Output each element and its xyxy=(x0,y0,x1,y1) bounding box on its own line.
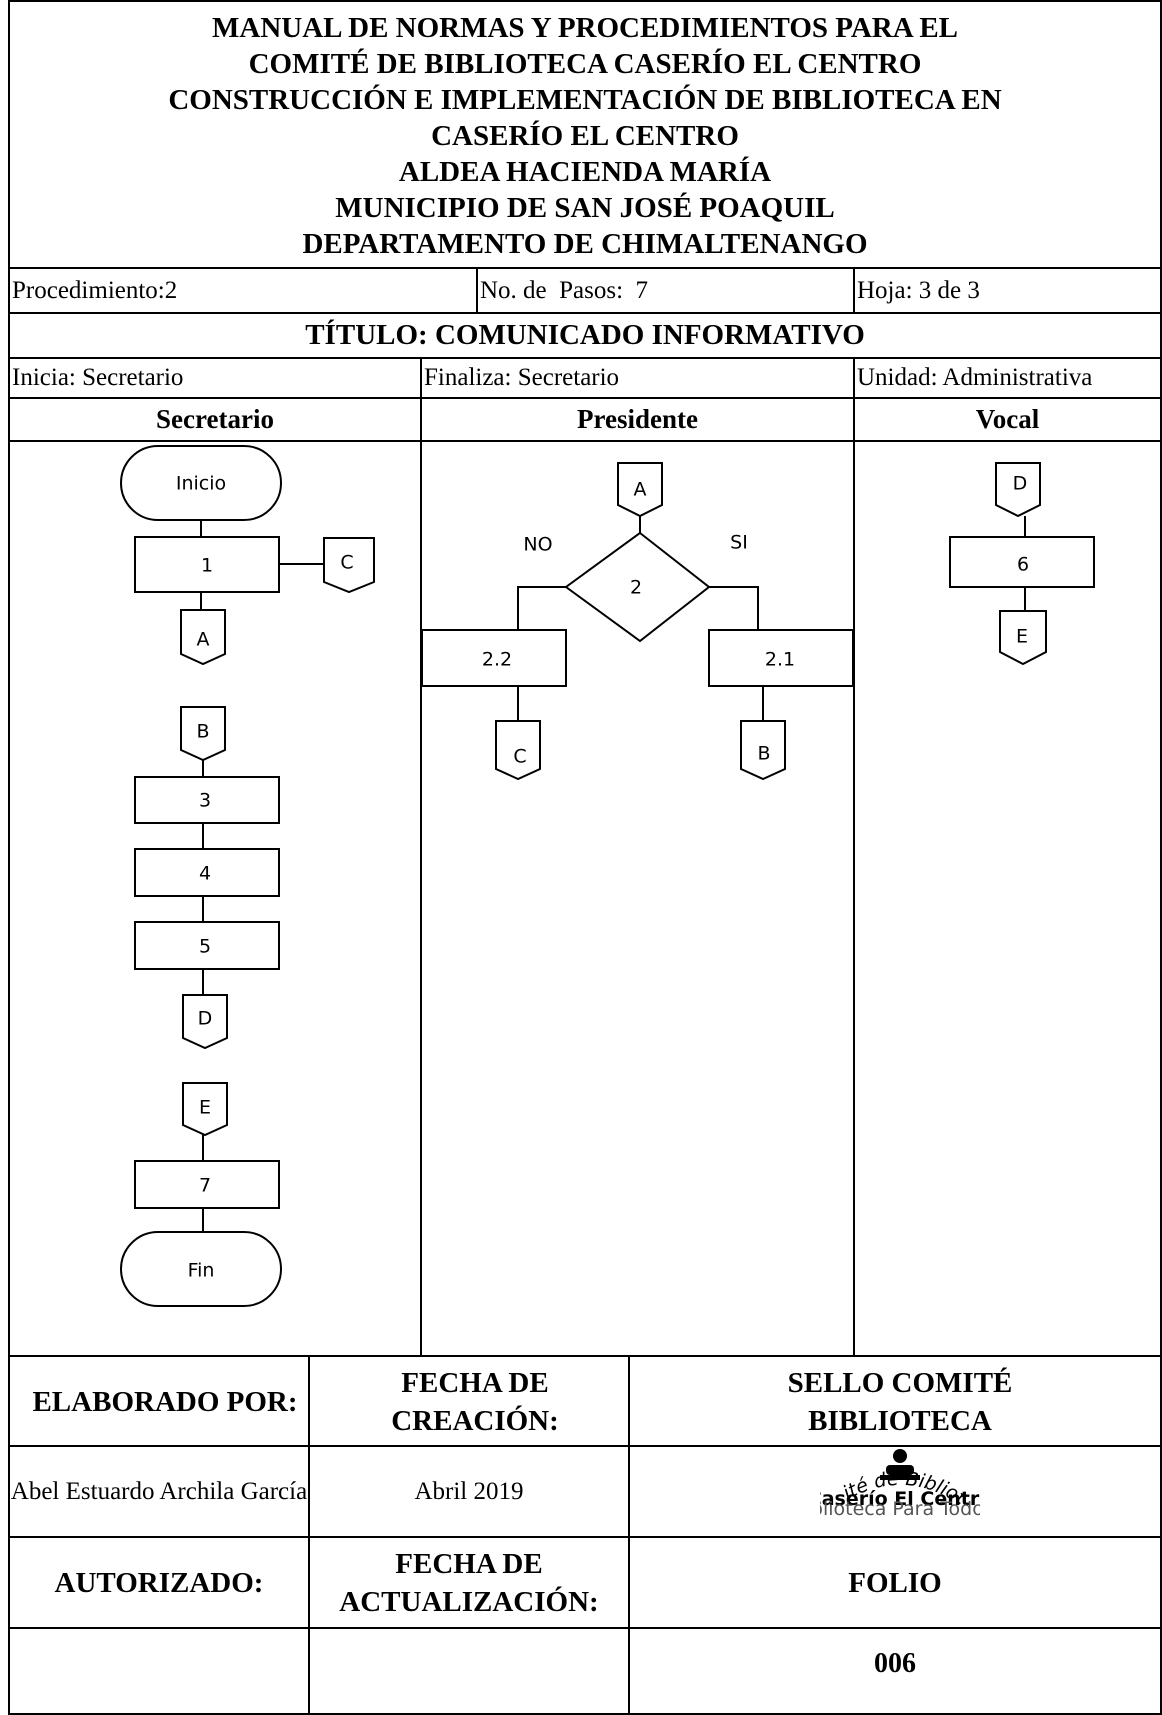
rule xyxy=(476,267,478,312)
stamp-label: SELLO COMITÉ BIBLIOTECA xyxy=(787,1367,1013,1437)
rule xyxy=(8,357,1162,359)
title-line: COMITÉ DE BIBLIOTECA CASERÍO EL CENTRO xyxy=(248,48,922,80)
step-2-2-box xyxy=(421,629,567,687)
title-line: CASERÍO EL CENTRO xyxy=(431,120,739,152)
document-title: MANUAL DE NORMAS Y PROCEDIMIENTOS PARA E… xyxy=(10,6,1160,266)
step-3-label: 3 xyxy=(199,790,211,812)
decision-2-diamond xyxy=(564,531,711,643)
step-2-1-box xyxy=(708,629,854,687)
border-left xyxy=(8,0,10,1715)
logo-name: Caserío El Centro xyxy=(820,1488,980,1510)
end-label: Fin xyxy=(188,1260,215,1282)
folio-value: 006 xyxy=(874,1648,916,1679)
connector-e-offpage xyxy=(999,610,1047,666)
step-3-box xyxy=(134,776,280,824)
ends-with: Finaliza: Secretario xyxy=(424,364,620,391)
connector-c-label: C xyxy=(513,746,526,768)
rule xyxy=(628,1355,630,1715)
connector-b-label: B xyxy=(196,721,209,743)
rule xyxy=(308,1355,310,1715)
creation-date-value: Abril 2019 xyxy=(414,1477,524,1505)
procedure-title: TÍTULO: COMUNICADO INFORMATIVO xyxy=(305,319,865,351)
rule xyxy=(8,1627,1162,1629)
step-1-label: 1 xyxy=(201,555,213,577)
connector-c-label: C xyxy=(340,552,353,574)
border-right xyxy=(1160,0,1162,1715)
lane-header-secretario: Secretario xyxy=(156,404,274,434)
connector-a-offpage xyxy=(617,462,663,518)
connector-d-offpage xyxy=(995,462,1041,518)
rule xyxy=(8,1536,1162,1538)
connector-e-offpage xyxy=(182,1082,228,1137)
authorized-value xyxy=(10,1629,308,1713)
prepared-by-label: ELABORADO POR: xyxy=(32,1386,298,1418)
border-bottom xyxy=(8,1713,1162,1715)
connector-a-label: A xyxy=(634,479,647,501)
end-terminator xyxy=(120,1231,282,1307)
step-2-2-label: 2.2 xyxy=(482,649,512,671)
title-line: MANUAL DE NORMAS Y PROCEDIMIENTOS PARA E… xyxy=(212,12,958,44)
step-7-box xyxy=(134,1160,280,1209)
branch-si-label: SI xyxy=(730,532,748,554)
creation-date-label: FECHA DE CREACIÓN: xyxy=(391,1367,559,1437)
connector-b-offpage xyxy=(740,720,786,781)
border-top xyxy=(8,0,1162,2)
rule xyxy=(853,357,855,1355)
logo-book xyxy=(880,1475,920,1480)
starts-with: Inicia: Secretario xyxy=(12,364,184,391)
title-line: DEPARTAMENTO DE CHIMALTENANGO xyxy=(302,228,868,260)
connector-d-offpage xyxy=(182,994,228,1050)
connector-d-label: D xyxy=(1013,473,1028,495)
rule xyxy=(420,357,422,1355)
connector-a-offpage xyxy=(180,609,226,666)
connector-c-offpage xyxy=(495,720,541,781)
step-6-label: 6 xyxy=(1017,554,1029,576)
connector-a-label: A xyxy=(197,629,210,651)
connector-b-offpage xyxy=(180,706,226,762)
rule xyxy=(8,440,1162,442)
step-5-label: 5 xyxy=(199,936,211,958)
folio-label: FOLIO xyxy=(848,1566,942,1599)
rule xyxy=(8,397,1162,399)
logo-body xyxy=(886,1465,914,1475)
step-4-label: 4 xyxy=(199,863,211,885)
connector-b-label: B xyxy=(757,743,770,765)
update-date-value xyxy=(310,1629,628,1713)
steps-count: No. de Pasos: 7 xyxy=(480,276,649,304)
rule xyxy=(8,312,1162,314)
authorized-label: AUTORIZADO: xyxy=(54,1566,264,1599)
rule xyxy=(8,267,1162,269)
lane-header-vocal: Vocal xyxy=(975,404,1040,434)
connector-e-label: E xyxy=(1016,626,1028,648)
step-4-box xyxy=(134,848,280,897)
logo-head xyxy=(893,1449,907,1463)
prepared-by-value: Abel Estuardo Archila García xyxy=(10,1477,308,1505)
title-line: MUNICIPIO DE SAN JOSÉ POAQUIL xyxy=(335,192,835,224)
rule xyxy=(8,1445,1162,1447)
title-line: ALDEA HACIENDA MARÍA xyxy=(398,156,772,188)
update-date-label: FECHA DE ACTUALIZACIÓN: xyxy=(339,1547,599,1618)
step-7-label: 7 xyxy=(199,1175,211,1197)
unit: Unidad: Administrativa xyxy=(857,364,1093,391)
connector-e-label: E xyxy=(199,1097,211,1119)
lane-header-presidente: Presidente xyxy=(577,404,698,434)
committee-logo: Comité de Biblioteca Caserío El Centro B… xyxy=(820,1445,980,1520)
title-line: CONSTRUCCIÓN E IMPLEMENTACIÓN DE BIBLIOT… xyxy=(168,84,1002,116)
branch-no-label: NO xyxy=(523,534,552,556)
logo-tagline: Biblioteca Para Todos!. xyxy=(820,1498,980,1520)
start-label: Inicio xyxy=(176,473,226,495)
step-5-box xyxy=(134,921,280,970)
rule xyxy=(853,267,855,312)
decision-2-label: 2 xyxy=(630,577,642,599)
procedure-number: Procedimiento:2 xyxy=(12,276,178,304)
step-2-1-label: 2.1 xyxy=(765,649,795,671)
sheet-number: Hoja: 3 de 3 xyxy=(857,276,980,304)
connector-d-label: D xyxy=(198,1008,213,1030)
connector-c-offpage xyxy=(323,537,375,594)
step-6-box xyxy=(949,536,1095,588)
rule xyxy=(8,1355,1162,1357)
